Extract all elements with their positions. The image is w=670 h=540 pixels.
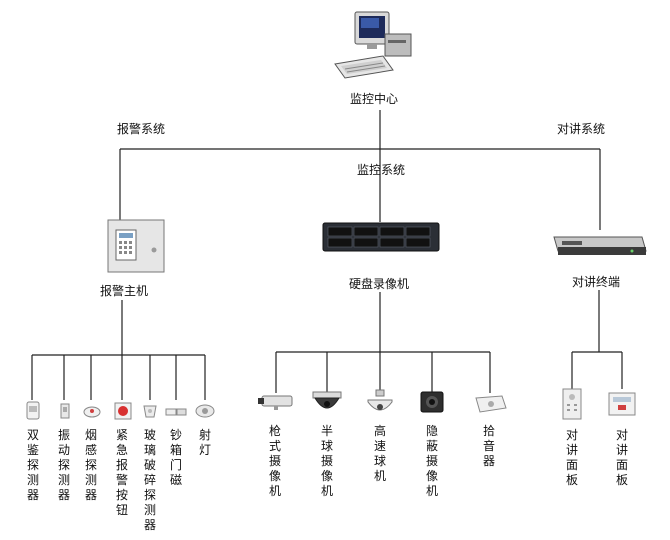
door-contact-icon [164, 404, 188, 424]
alarm-device-label: 紧急报警按钮 [115, 428, 128, 517]
hidden-camera-icon [416, 388, 448, 422]
alarm-device-label: 玻璃破碎探测器 [143, 428, 156, 532]
dvr-label: 硬盘录像机 [349, 277, 410, 291]
smoke-detector-icon [82, 403, 102, 423]
intercom-panel-icon [561, 388, 583, 424]
alarm-device-label: 射灯 [198, 428, 211, 457]
monitoring-center-label: 监控中心 [350, 92, 399, 106]
monitor-device-label: 拾音器 [482, 424, 495, 468]
panic-button-icon [113, 401, 133, 425]
pickup-icon [472, 392, 508, 420]
alarm-device-label: 双鉴探测器 [26, 428, 39, 502]
alarm-host-icon [98, 216, 170, 280]
intercom-terminal-label: 对讲终端 [572, 275, 621, 289]
monitor-device-label: 隐蔽摄像机 [425, 424, 438, 498]
alarm-device-label: 钞箱门磁 [169, 428, 182, 487]
dual-detector-icon [25, 400, 41, 426]
computer-icon [333, 10, 415, 86]
bullet-camera-icon [256, 392, 296, 416]
dvr-icon [322, 222, 440, 258]
intercom-system-label: 对讲系统 [557, 122, 606, 136]
monitor-device-label: 高速球机 [373, 424, 386, 483]
alarm-device-label: 振动探测器 [57, 428, 70, 502]
alarm-device-label: 烟感探测器 [84, 428, 97, 502]
vibration-detector-icon [58, 402, 72, 424]
monitor-system-label: 监控系统 [357, 163, 406, 177]
glass-break-detector-icon [141, 402, 159, 424]
dome-camera-icon [309, 388, 345, 422]
intercom-panel-icon [607, 391, 637, 421]
monitor-device-label: 半球摄像机 [320, 424, 333, 498]
monitor-device-label: 枪式摄像机 [268, 424, 281, 498]
speed-dome-icon [364, 388, 396, 422]
intercom-terminal-icon [552, 229, 648, 263]
intercom-panel-label: 对讲面板 [565, 428, 578, 487]
alarm-system-label: 报警系统 [117, 122, 166, 136]
intercom-panel-label: 对讲面板 [615, 428, 628, 487]
spotlight-icon [194, 402, 216, 424]
alarm-host-label: 报警主机 [100, 284, 149, 298]
